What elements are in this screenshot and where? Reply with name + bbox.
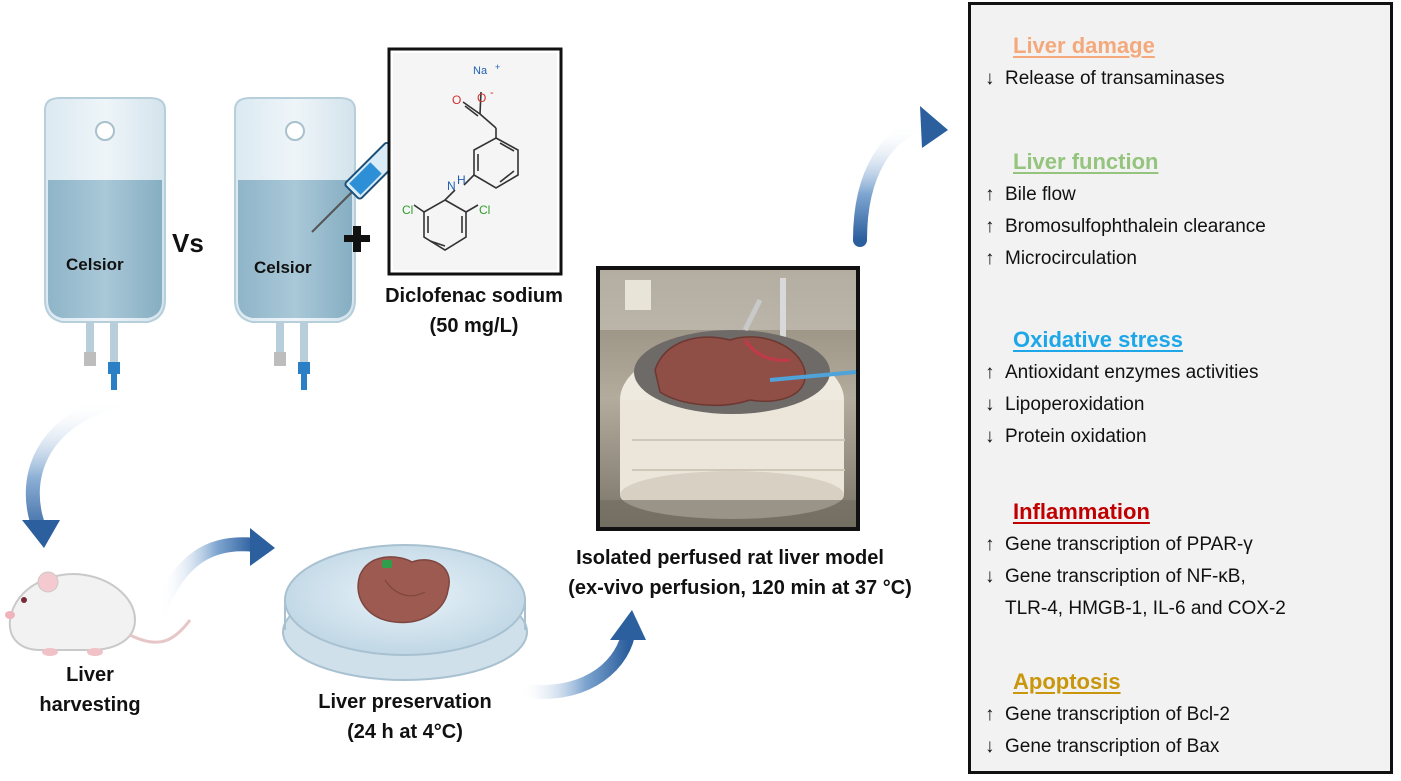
section-title: Liver function	[1013, 149, 1159, 174]
nitrogen-atom: N	[447, 179, 456, 193]
outcome-line: Lipoperoxidation	[1005, 394, 1145, 415]
arrow-symbol: ↑	[985, 184, 995, 205]
outcome-line: Protein oxidation	[1005, 426, 1147, 447]
chlorine-right: Cl	[479, 203, 490, 217]
model-label-line2: (ex-vivo perfusion, 120 min at 37 °C)	[568, 577, 912, 599]
section-apoptosis: Apoptosis ↑ Gene transcription of Bcl-2 ↓…	[985, 665, 1230, 763]
outcome-line: Release of transaminases	[1005, 68, 1225, 89]
outcome-line: Antioxidant enzymes activities	[1005, 362, 1259, 383]
oxygen-single: O	[477, 91, 486, 105]
model-label-line1: Isolated perfused rat liver model	[576, 547, 884, 569]
arrow-symbol: ↓	[985, 736, 995, 757]
section-title: Oxidative stress	[1013, 327, 1183, 352]
arrow-symbol: ↓	[985, 426, 995, 447]
rat-icon	[5, 571, 192, 656]
outcome-line: Microcirculation	[1005, 248, 1137, 269]
section-inflammation: Inflammation ↑ Gene transcription of PPAR…	[985, 495, 1286, 625]
na-charge: +	[495, 62, 500, 72]
bag-left-label: Celsior	[66, 255, 124, 274]
harvest-label-line2: harvesting	[39, 694, 141, 716]
iv-bag-left	[44, 97, 166, 390]
preservation-label-line2: (24 h at 4°C)	[347, 721, 463, 743]
outcome-line: Bromosulfophthalein clearance	[1005, 216, 1266, 237]
outcome-line: Bile flow	[1005, 184, 1076, 205]
petri-dish-icon	[282, 544, 528, 681]
preservation-label-line1: Liver preservation	[318, 691, 492, 713]
arrow-dish-to-model	[513, 610, 646, 699]
section-title: Apoptosis	[1013, 669, 1121, 694]
results-panel: Liver damage ↓ Release of transaminases L…	[968, 2, 1393, 774]
arrow-symbol: ↑	[985, 704, 995, 725]
drug-dose: (50 mg/L)	[429, 315, 519, 337]
outcome-line: Gene transcription of NF-κB,	[1005, 566, 1246, 587]
outcome-line: Gene transcription of PPAR-γ	[1005, 534, 1253, 555]
section-liver-function: Liver function ↑ Bile flow ↑ Bromosulfopht…	[985, 145, 1266, 275]
oxygen-charge: -	[490, 87, 494, 99]
hydrogen-atom: H	[457, 173, 466, 187]
oxygen-double: O	[452, 93, 461, 107]
arrow-harvest-to-dish	[153, 528, 275, 617]
plus-sign	[344, 226, 370, 252]
versus-label: Vs	[172, 228, 204, 258]
arrow-symbol: ↑	[985, 248, 995, 269]
perfusion-photo	[596, 266, 860, 531]
chlorine-left: Cl	[402, 203, 413, 217]
arrow-symbol: ↑	[985, 216, 995, 237]
harvest-label-line1: Liver	[66, 664, 114, 686]
outcome-line: TLR-4, HMGB-1, IL-6 and COX-2	[1005, 598, 1286, 619]
outcome-line: Gene transcription of Bax	[1005, 736, 1220, 757]
section-liver-damage: Liver damage ↓ Release of transaminases	[985, 29, 1225, 95]
outcome-line: Gene transcription of Bcl-2	[1005, 704, 1230, 725]
arrow-symbol: ↓	[985, 68, 995, 89]
arrow-symbol: ↑	[985, 362, 995, 383]
na-atom: Na	[473, 65, 488, 77]
arrow-model-to-results	[853, 106, 948, 247]
section-title: Inflammation	[1013, 499, 1150, 524]
section-title: Liver damage	[1013, 33, 1155, 58]
arrow-symbol: ↓	[985, 566, 995, 587]
arrow-symbol: ↑	[985, 534, 995, 555]
diclofenac-structure: Na + O O - N H Cl Cl	[387, 47, 563, 276]
section-oxidative-stress: Oxidative stress ↑ Antioxidant enzymes ac…	[985, 323, 1258, 453]
arrow-bags-to-harvest	[22, 393, 127, 548]
arrow-symbol: ↓	[985, 394, 995, 415]
iv-bag-right	[234, 97, 356, 390]
drug-name: Diclofenac sodium	[385, 285, 563, 307]
bag-right-label: Celsior	[254, 258, 312, 277]
